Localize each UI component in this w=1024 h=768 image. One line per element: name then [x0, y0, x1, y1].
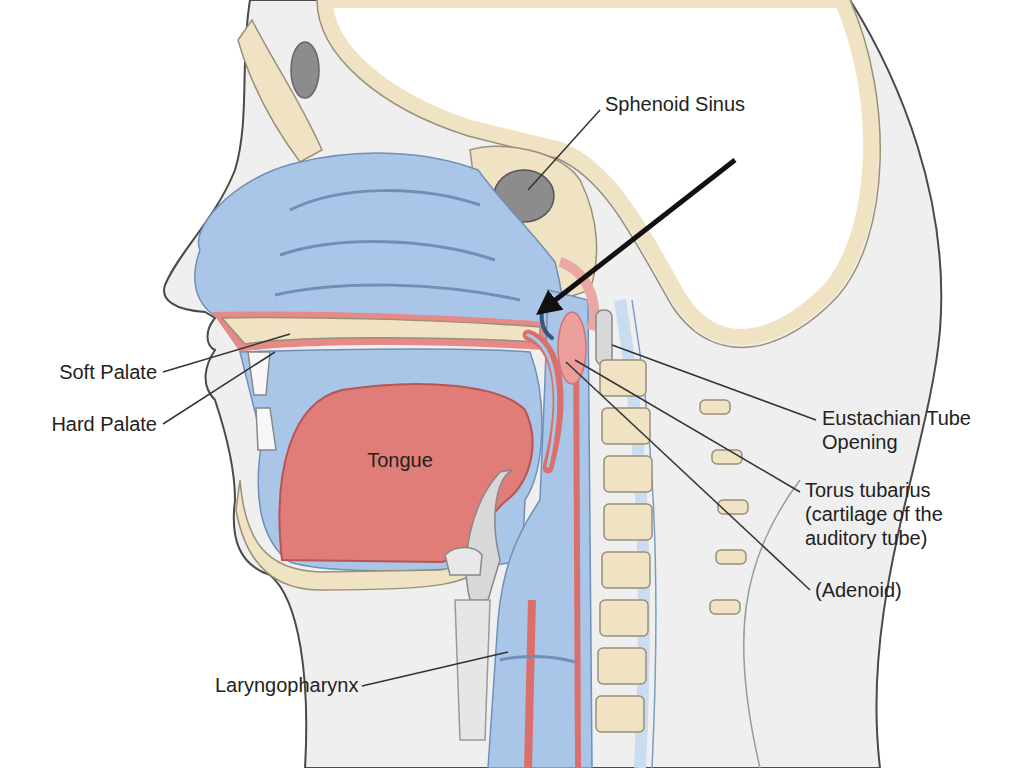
vertebrae: [596, 360, 748, 732]
lower-tooth: [256, 408, 276, 450]
adenoid: [558, 312, 586, 384]
turbinate: [280, 242, 495, 260]
torus-tubarius: [596, 310, 612, 365]
epiglottis: [466, 470, 512, 600]
frontal-sinus: [291, 42, 319, 98]
soft-palate-core: [528, 335, 556, 466]
pointer-arrow: [540, 160, 735, 312]
pharynx-wall: [576, 330, 578, 768]
head-outline: [164, 0, 941, 768]
part-label: Soft Palate: [59, 360, 157, 384]
neck-line: [744, 480, 800, 768]
leader-lines: [163, 110, 816, 686]
part-label: Tongue: [367, 448, 433, 472]
turbinate: [275, 285, 520, 300]
soft-palate: [528, 335, 558, 468]
palate-mucosa: [212, 311, 545, 352]
part-label: Torus tubarius (cartilage of the auditor…: [805, 478, 995, 550]
hyoid: [445, 548, 482, 576]
nasal-bone: [238, 20, 322, 162]
upper-tooth: [248, 352, 270, 395]
part-label: (Adenoid): [815, 578, 902, 602]
part-label: Eustachian Tube Opening: [822, 406, 1002, 454]
oral-cavity: [240, 349, 542, 571]
esophagus: [528, 600, 532, 768]
pharynx: [488, 290, 592, 768]
part-label: Hard Palate: [51, 412, 157, 436]
part-label: Laryngopharynx: [215, 673, 358, 697]
part-label: Sphenoid Sinus: [605, 92, 745, 116]
vocal-fold: [500, 656, 575, 662]
turbinate: [290, 191, 480, 210]
larynx-cartilage: [455, 600, 490, 740]
